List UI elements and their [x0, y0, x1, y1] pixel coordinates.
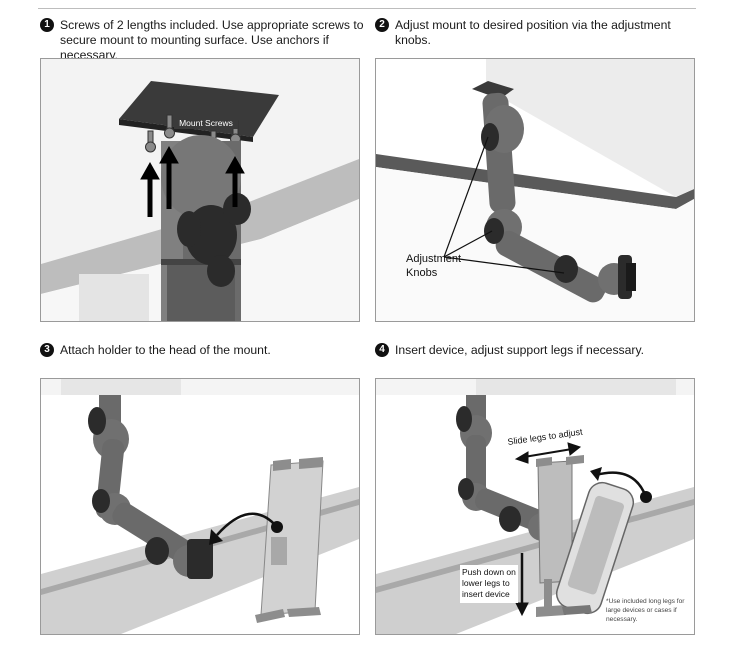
step-1-text: Screws of 2 lengths included. Use approp… — [60, 18, 364, 62]
adjustment-knobs — [456, 406, 521, 532]
mount-head — [187, 539, 213, 579]
callout-lines — [443, 136, 565, 274]
step-2-number: 2 — [375, 18, 389, 32]
top-divider — [38, 8, 696, 9]
attach-arrow — [216, 512, 278, 536]
push-down-arrow — [515, 553, 529, 617]
push-down-label-line3: insert device — [462, 589, 510, 599]
step-3-number: 3 — [40, 343, 54, 357]
long-legs-note-line1: *Use included long legs for — [606, 598, 685, 605]
panel-4-illustration: Slide legs to adjust Push down on lower … — [375, 378, 695, 635]
panel-1-illustration: Mount Screws — [40, 58, 360, 322]
push-down-label-line1: Push down on — [462, 567, 516, 577]
push-down-label-line2: lower legs to — [462, 578, 510, 588]
articulated-arm — [482, 92, 636, 303]
step-4-number: 4 — [375, 343, 389, 357]
panel-3-illustration — [40, 378, 360, 635]
step-2-text: Adjust mount to desired position via the… — [395, 18, 671, 47]
adjustment-knobs — [88, 407, 169, 565]
long-legs-note-line3: necessary. — [606, 616, 638, 623]
adjustment-knobs-label-line2: Knobs — [406, 267, 438, 279]
device-holder — [255, 457, 324, 623]
step-3-text: Attach holder to the head of the mount. — [60, 343, 271, 357]
adjustment-knobs-label-line1: Adjustment — [406, 253, 461, 265]
up-arrows — [140, 145, 245, 217]
step-4-text: Insert device, adjust support legs if ne… — [395, 343, 645, 357]
slide-arrow — [514, 442, 582, 464]
long-legs-note-line2: large devices or cases if — [606, 607, 677, 614]
mount-screws-label: Mount Screws — [179, 118, 233, 128]
adjustment-knob — [177, 193, 251, 287]
insert-arrow — [595, 471, 648, 498]
panel-2-illustration: Adjustment Knobs — [375, 58, 695, 322]
step-1-number: 1 — [40, 18, 54, 32]
